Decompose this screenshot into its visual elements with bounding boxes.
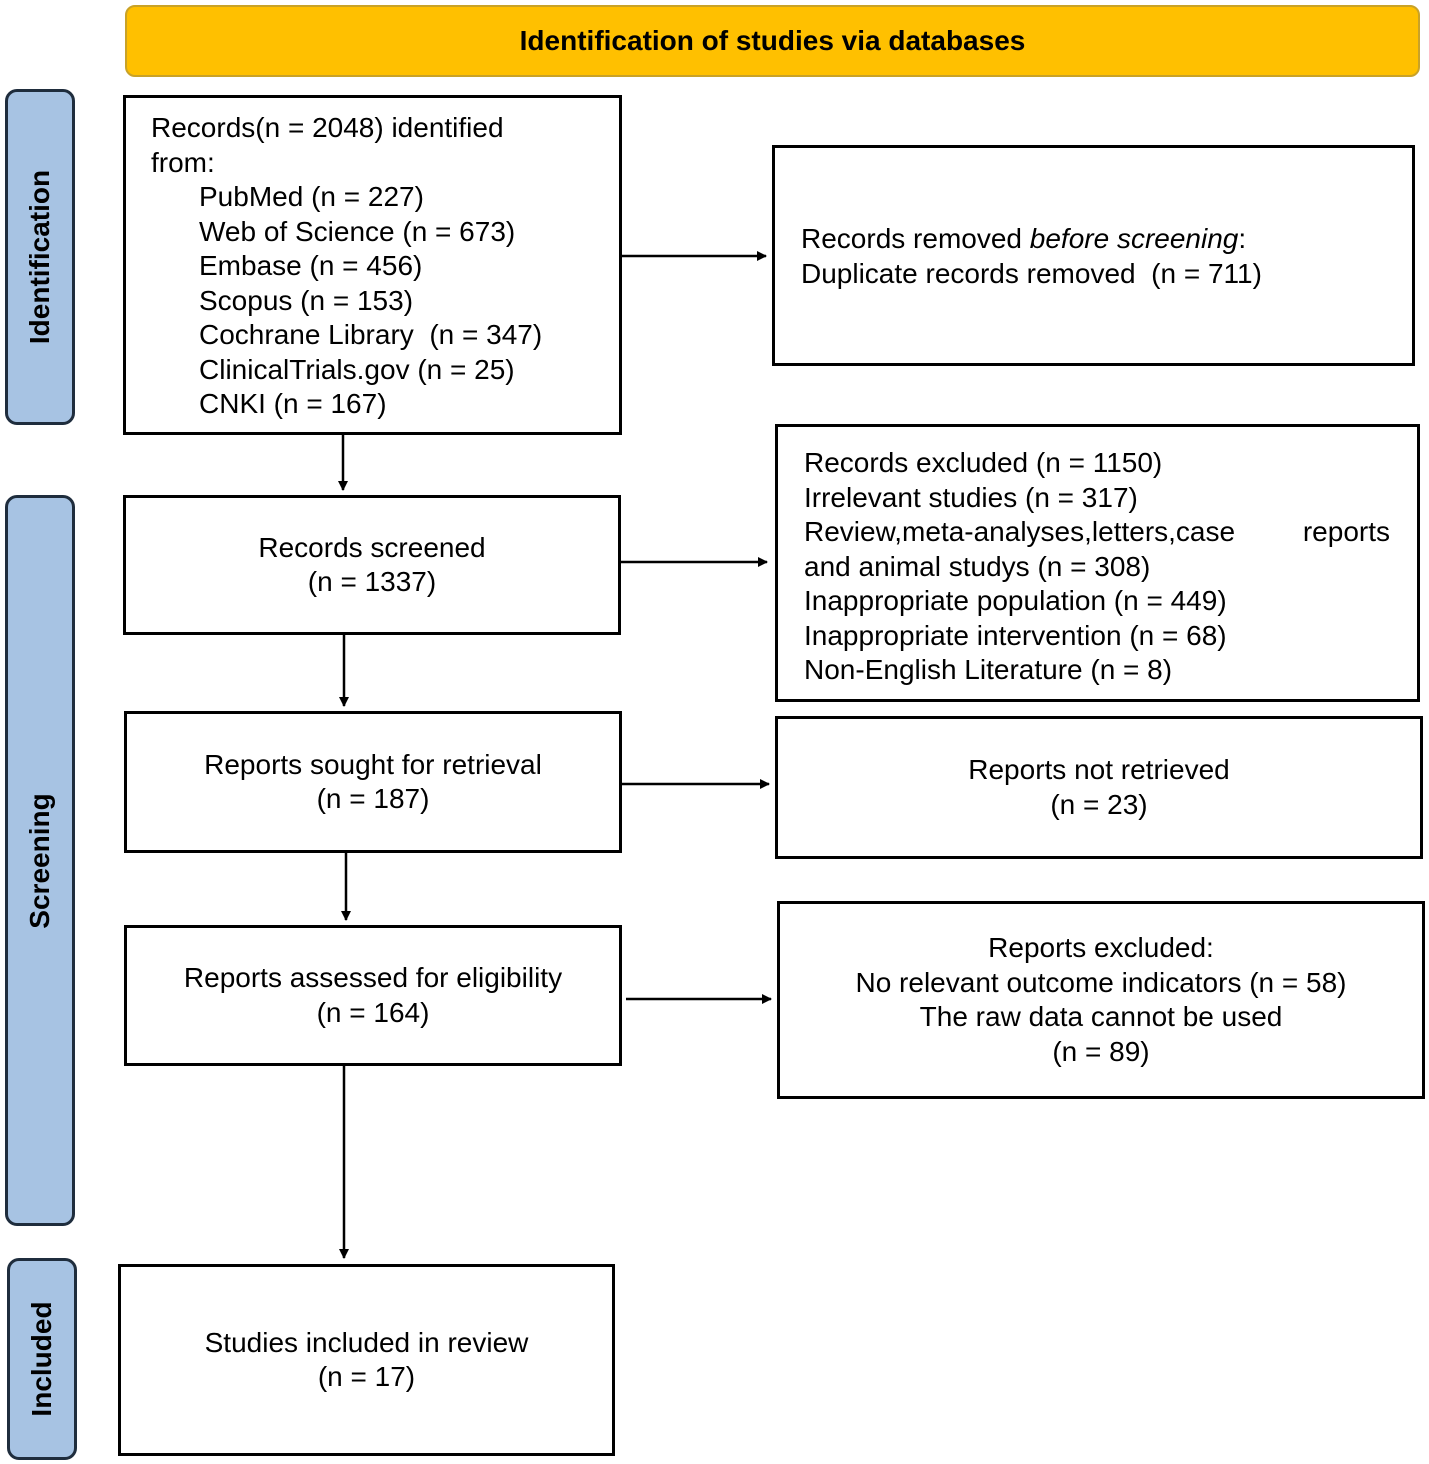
- records-excluded-title: Records excluded (n = 1150): [804, 447, 1163, 478]
- excluded-population: Inappropriate population (n = 449): [804, 585, 1227, 616]
- records-identified-title: Records(n = 2048) identified: [151, 112, 504, 143]
- source-web-of-science: Web of Science (n = 673): [199, 215, 516, 247]
- source-cochrane: Cochrane Library (n = 347): [199, 319, 543, 350]
- reports-excluded-outcome: No relevant outcome indicators (n = 58): [855, 966, 1347, 998]
- source-embase: Embase (n = 456): [199, 250, 423, 281]
- reports-sought-box: Reports sought for retrieval (n = 187): [124, 711, 622, 853]
- records-screened-count: (n = 1337): [307, 566, 437, 597]
- header-title: Identification of studies via databases: [519, 25, 1026, 56]
- source-scopus: Scopus (n = 153): [199, 284, 414, 316]
- records-removed-duplicates: Duplicate records removed (n = 711): [801, 257, 1262, 289]
- studies-included-box: Studies included in review (n = 17): [118, 1264, 615, 1456]
- stage-included: Included: [7, 1258, 77, 1460]
- reports-not-retrieved-count: (n = 23): [1050, 788, 1148, 820]
- excluded-intervention: Inappropriate intervention (n = 68): [804, 619, 1227, 651]
- studies-included-count: (n = 17): [317, 1361, 416, 1392]
- reports-sought-count: (n = 187): [316, 783, 430, 814]
- records-removed-box: Records removed before screening: Duplic…: [772, 145, 1415, 366]
- records-removed-emphasis: before screening: [1029, 223, 1239, 254]
- studies-included-title: Studies included in review: [204, 1326, 529, 1358]
- reports-excluded-title: Reports excluded:: [988, 932, 1214, 963]
- reports-excluded-raw-count: (n = 89): [1052, 1035, 1150, 1067]
- excluded-animal: and animal studys (n = 308): [804, 550, 1151, 582]
- reports-not-retrieved-title: Reports not retrieved: [968, 754, 1230, 785]
- reports-sought-title: Reports sought for retrieval: [204, 748, 542, 780]
- reports-not-retrieved-box: Reports not retrieved (n = 23): [775, 716, 1423, 859]
- stage-identification: Identification: [5, 89, 75, 425]
- source-clinicaltrials: ClinicalTrials.gov (n = 25): [199, 353, 515, 385]
- reports-assessed-box: Reports assessed for eligibility (n = 16…: [124, 925, 622, 1066]
- records-screened-box: Records screened (n = 1337): [123, 495, 621, 635]
- reports-excluded-raw-data: The raw data cannot be used: [919, 1001, 1283, 1032]
- reports-assessed-title: Reports assessed for eligibility: [183, 962, 563, 993]
- records-identified-box: Records(n = 2048) identified from: PubMe…: [123, 95, 622, 435]
- excluded-irrelevant: Irrelevant studies (n = 317): [804, 481, 1138, 513]
- header-banner: Identification of studies via databases: [125, 5, 1420, 77]
- records-screened-title: Records screened: [258, 531, 486, 563]
- reports-excluded-box: Reports excluded: No relevant outcome in…: [777, 901, 1425, 1099]
- stage-screening: Screening: [5, 495, 75, 1226]
- source-pubmed: PubMed (n = 227): [199, 181, 424, 212]
- records-excluded-box: Records excluded (n = 1150) Irrelevant s…: [775, 424, 1420, 702]
- source-cnki: CNKI (n = 167): [199, 388, 387, 419]
- records-identified-from: from:: [151, 146, 215, 178]
- excluded-non-english: Non-English Literature (n = 8): [804, 654, 1173, 685]
- reports-assessed-count: (n = 164): [316, 996, 430, 1028]
- records-removed-title: Records removed before screening:: [801, 223, 1247, 254]
